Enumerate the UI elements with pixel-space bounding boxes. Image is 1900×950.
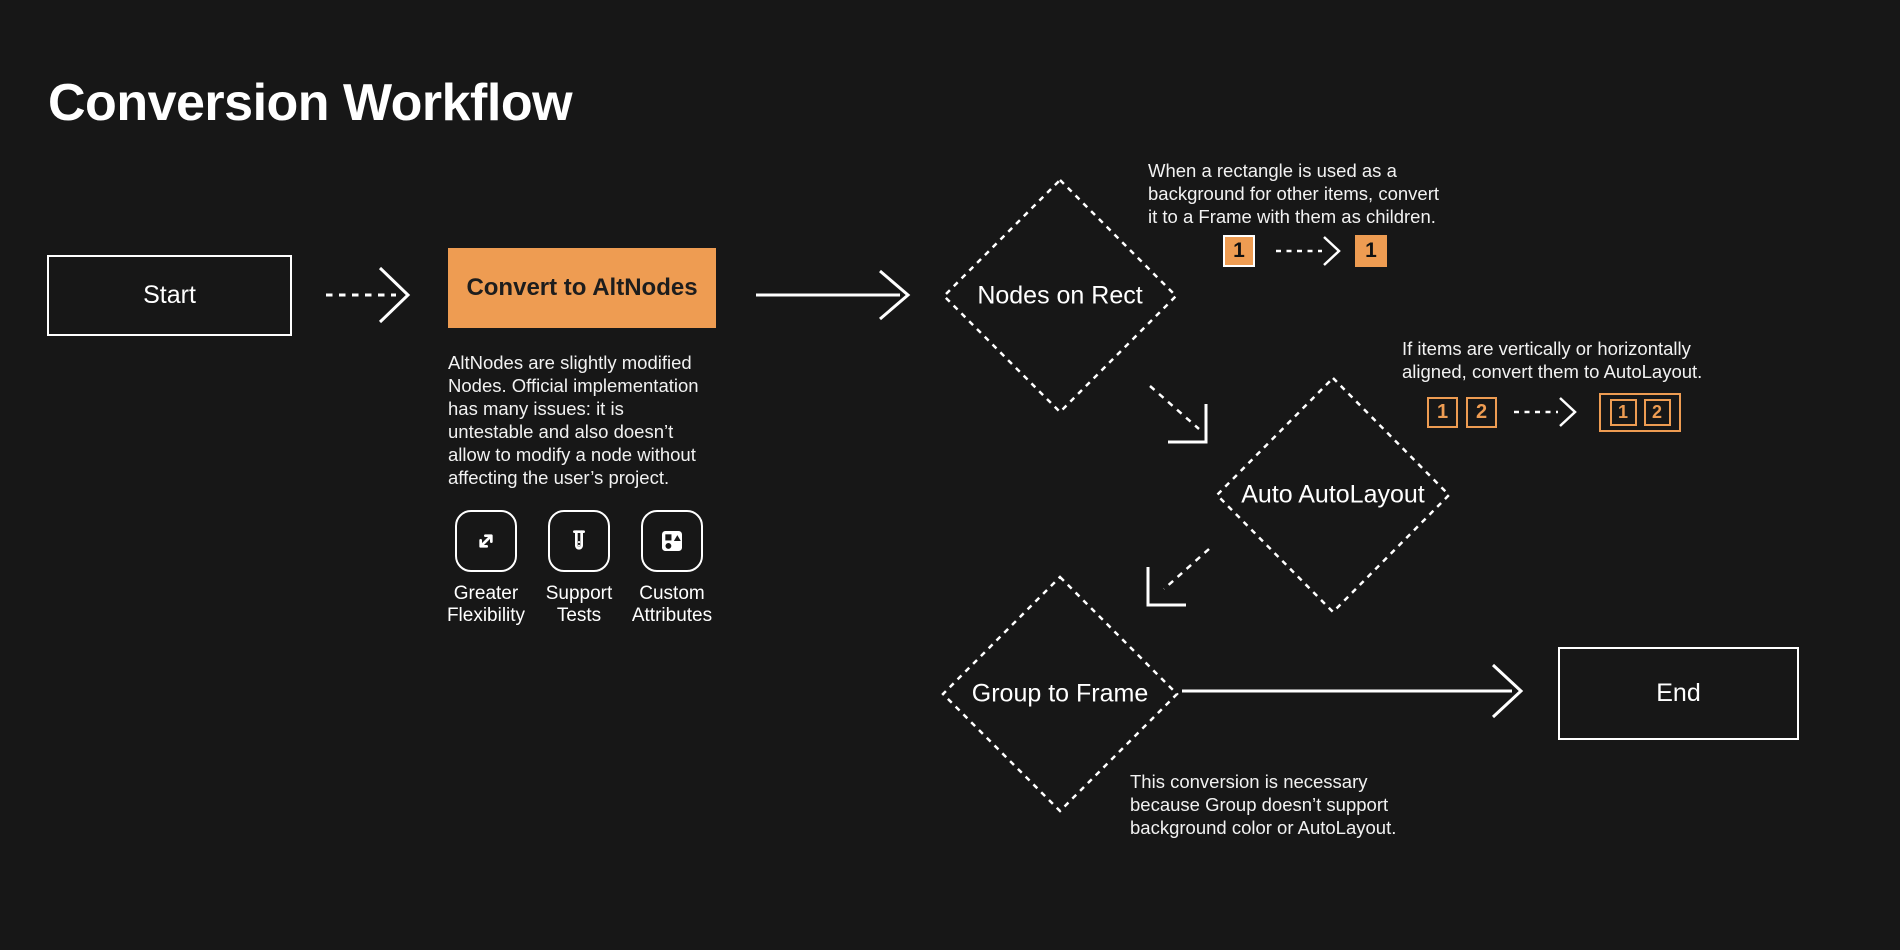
feature-card-support-tests xyxy=(548,510,610,572)
nodes-on-rect-label: Nodes on Rect xyxy=(977,281,1143,310)
start-node-label: Start xyxy=(143,281,196,309)
auto-autolayout-label: Auto AutoLayout xyxy=(1241,480,1425,509)
expand-arrows-icon xyxy=(479,534,493,548)
end-node-label: End xyxy=(1656,679,1701,707)
feature-card-custom-attributes xyxy=(641,510,703,572)
note-group-to-frame: This conversion is necessary because Gro… xyxy=(1130,771,1397,838)
note-rect-after-chip: 1 xyxy=(1355,235,1387,267)
end-node: End xyxy=(1558,647,1799,740)
note-rect-to-frame: When a rectangle is used as a background… xyxy=(1148,160,1440,227)
note-autolayout-mini-arrow xyxy=(1514,397,1577,427)
note-autolayout-after-chip-2: 2 xyxy=(1643,399,1671,426)
feature-label-support-tests: Support Tests xyxy=(545,583,613,626)
feature-card-greater-flexibility xyxy=(455,510,517,572)
page-title: Conversion Workflow xyxy=(48,73,573,132)
note-autolayout: If items are vertically or horizontally … xyxy=(1402,338,1703,382)
arrow-start-to-convert xyxy=(326,266,411,324)
feature-label-greater-flexibility: Greater Flexibility xyxy=(446,583,526,626)
feature-label-custom-attributes: Custom Attributes xyxy=(631,583,713,626)
arrow-convert-to-nodes-on-rect xyxy=(756,269,911,321)
note-autolayout-after-group: 1 2 xyxy=(1599,393,1681,432)
diamond-group-to-frame xyxy=(941,575,1179,813)
arrow-autolayout-to-group xyxy=(1146,548,1210,607)
note-autolayout-before-chip-1: 1 xyxy=(1427,397,1458,428)
start-node: Start xyxy=(47,255,292,336)
note-autolayout-before-chip-2: 2 xyxy=(1466,397,1497,428)
arrow-nodes-to-autolayout xyxy=(1149,385,1208,444)
note-rect-mini-arrow xyxy=(1276,236,1341,266)
arrow-group-to-end xyxy=(1182,663,1524,719)
shapes-icon xyxy=(662,531,682,551)
altnodes-description: AltNodes are slightly modified Nodes. Of… xyxy=(448,352,699,488)
note-rect-before-chip: 1 xyxy=(1223,235,1255,267)
note-autolayout-after-chip-1: 1 xyxy=(1609,399,1637,426)
test-tube-icon xyxy=(573,530,585,550)
convert-to-altnodes-node: Convert to AltNodes xyxy=(448,248,716,328)
group-to-frame-label: Group to Frame xyxy=(971,679,1149,708)
convert-node-label: Convert to AltNodes xyxy=(466,274,698,301)
